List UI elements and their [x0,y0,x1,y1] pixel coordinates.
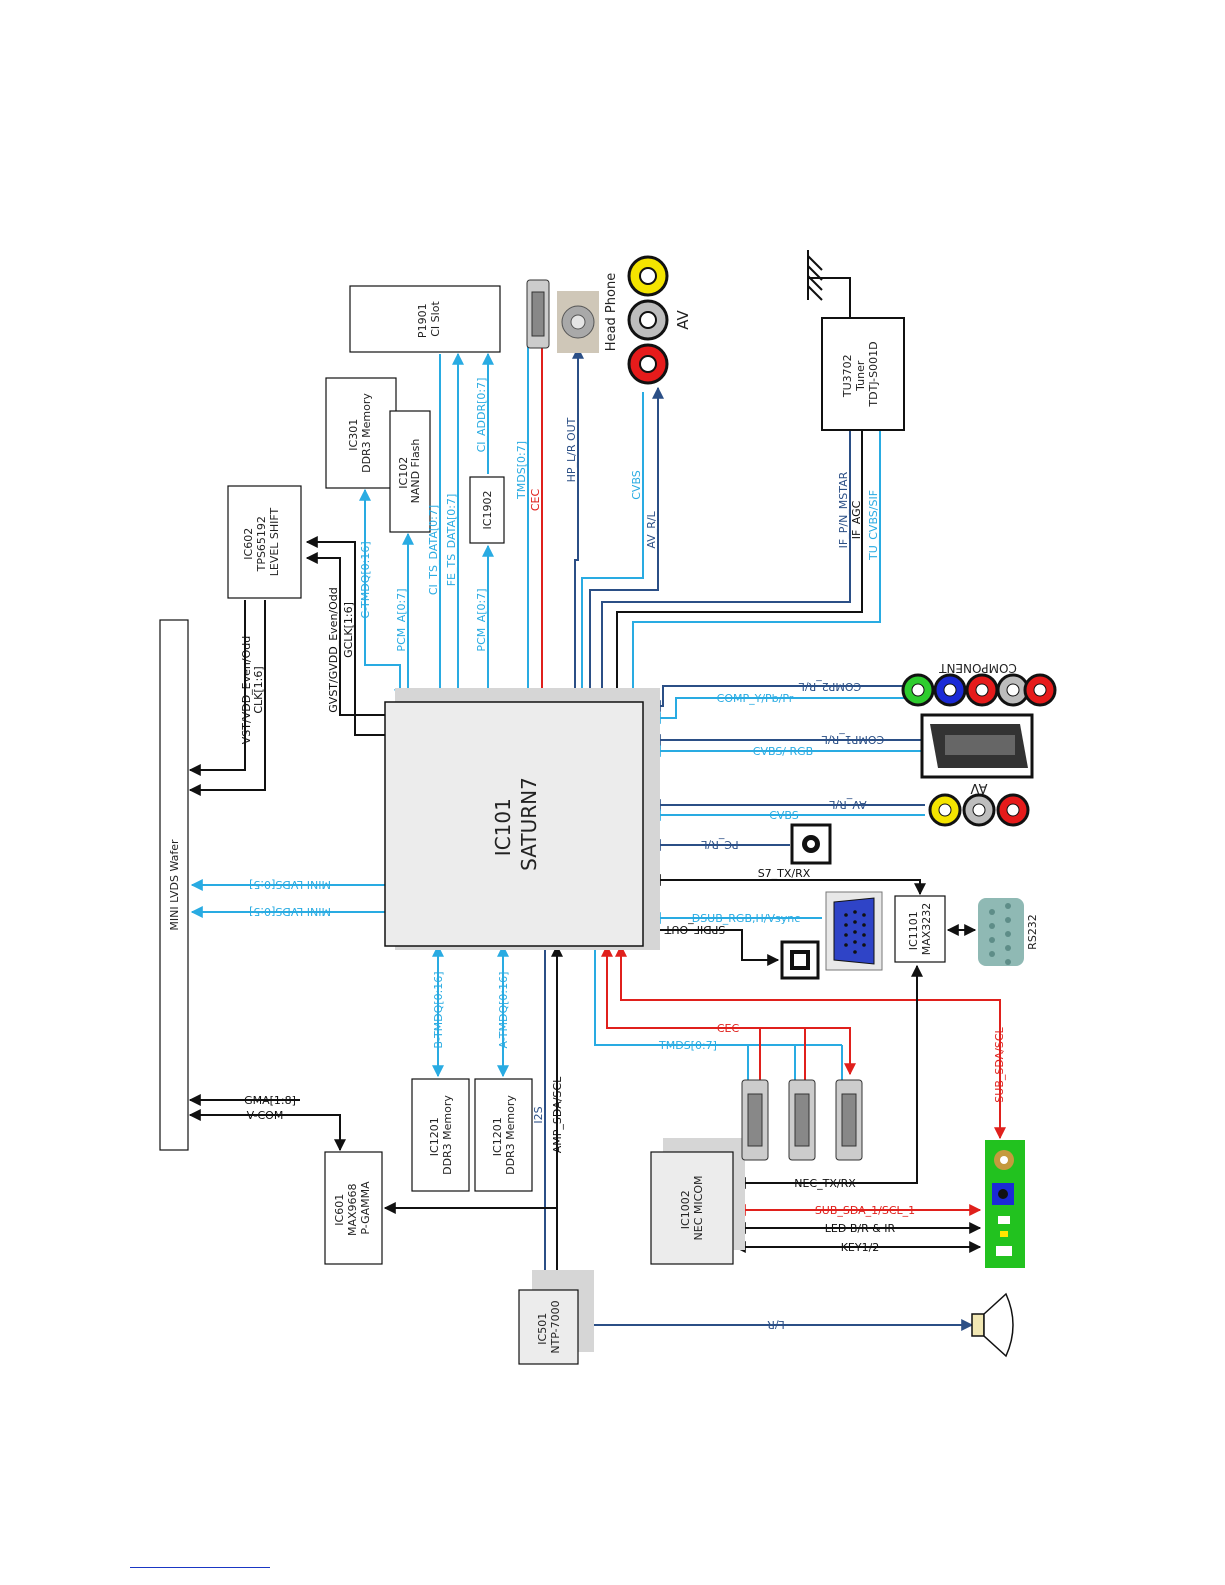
sig-b-tmdq: B-TMDQ[0:16] [432,971,445,1048]
footnote-rule [130,1567,270,1568]
sig-clk16: CLK[1:6] [252,666,265,713]
sig-lr: L/R [767,1318,785,1331]
sig-gvst: GVST/GVDD_Even/Odd [327,587,340,712]
ic101-name: IC101 [491,798,515,856]
scart-port-icon [920,713,1034,779]
sig-led: LED B/R & IR [825,1222,896,1235]
sig-tmds-bot: TMDS[0:7] [658,1039,717,1052]
component-jacks [901,673,1057,707]
sig-nec-tx: NEC_TX/RX [794,1177,856,1190]
svg-text:TU3702 Tuner TDTJ-: TU3702 Tuner TDTJ-S001D [841,341,880,407]
headphone-jack-icon [557,291,599,353]
sig-a-tmdq: A-TMDQ[0:16] [497,972,510,1049]
sig-sub-sda: SUB_SDA/SCL [993,1026,1006,1102]
sig-key: KEY1/2 [841,1241,880,1254]
sig-dsub: DSUB_RGB,H/Vsync [692,912,801,925]
sig-hp-out: HP_L/R OUT [565,417,578,482]
sig-comp-y: COMP_Y/Pb/Pr [717,692,794,705]
sig-if-pn: IF_P/N_MSTAR [837,471,850,548]
pc-audio-jack-icon [790,823,832,865]
svg-text:IC102 NAND Flash: IC102 NAND Flash [397,439,422,504]
mini-lvds-label: MINI LVDS Wafer [168,839,181,931]
ic602-block [227,485,302,599]
vga-port-icon [825,891,883,971]
hdmi-port-icon [741,1079,863,1161]
sig-gma: GMA[1:8] [244,1094,296,1107]
sig-gclk: GCLK[1:6] [342,602,355,658]
sig-spdif: SPDIF_OUT [664,923,725,936]
sig-cvbs-top: CVBS [630,470,643,500]
sig-ci-addr: CI_ADDR[0:7] [475,378,488,453]
component-label: COMPONENT [938,661,1016,675]
svg-text:IC1101 MAX3232: IC1101 MAX3232 [907,903,933,956]
sig-vst: VST/VDD_Even/Odd [240,636,253,744]
sig-amp: AMP_SDA/SCL [551,1076,564,1153]
rs232-port-icon [978,898,1024,966]
ic1201-b-block [411,1078,470,1192]
ic501-block [518,1289,579,1365]
sig-tmds-top: TMDS[0:7] [515,441,528,500]
ic101-part: SATURN7 [517,777,541,871]
p1901-block [349,285,501,353]
sig-cec-bot: CEC [717,1022,740,1035]
svg-text:IC1902: IC1902 [481,491,494,530]
sig-cec-top: CEC [529,489,542,512]
rca-jack-icon [627,255,669,385]
sig-av-rl-top: AV_R/L [645,510,658,548]
sig-if-agc: IF_AGC [850,500,863,539]
antenna-icon [807,250,823,301]
svg-text:IC1002 NEC MICOM: IC1002 NEC MICOM [679,1176,705,1241]
svg-text:IC1201 DDR3 Memory: IC1201 DDR3 Memory [428,1095,454,1175]
svg-text:IC1201 DDR3 Memory: IC1201 DDR3 Memory [491,1095,517,1175]
svg-text:IC601 MAX9668 P-GA: IC601 MAX9668 P-GAMMA [333,1180,372,1236]
ic102-block [389,410,431,533]
sig-sub-sda1: SUB_SDA_1/SCL_1 [815,1204,915,1217]
led-board-icon [985,1140,1025,1268]
side-av-jacks [928,793,1030,827]
ic301-block [325,377,397,489]
sig-cvbs-side: CVBS [769,809,799,822]
optical-port-icon [780,940,820,980]
sig-pc-rl: PC_R/L [700,838,738,851]
svg-text:IC501 NTP-7000: IC501 NTP-7000 [536,1300,562,1353]
svg-text:IC101 SATURN7: IC101 SATURN7 [491,777,541,871]
mini-lvds-wafer [159,619,189,1151]
sig-vcom: V-COM [247,1109,284,1122]
sig-i2s: I2S [532,1106,545,1123]
sig-c-tmdq: C-TMDQ[0:16] [359,541,372,618]
ic1902-block [469,476,505,544]
ic101-block [384,701,644,947]
ic1002-block [650,1151,734,1265]
av-top-label: AV [674,309,692,329]
ic1201-a-block [474,1078,533,1192]
headphone-label: Head Phone [604,273,619,351]
sig-cvbs-rgb: CVBS/ RGB [753,745,813,758]
svg-text:IC602 TPS65192 LEV: IC602 TPS65192 LEVEL SHIFT [242,507,281,576]
ic601-block [324,1151,383,1265]
speaker-icon [971,1292,1014,1358]
svg-text:IC301 DDR3 Memory: IC301 DDR3 Memory [347,393,373,473]
sig-comp1: COMP1_R/L [821,733,884,746]
svg-text:P1901 CI Slot: P1901 CI Slot [416,300,442,338]
ic1101-block [894,895,946,963]
rs232-label: RS232 [1026,914,1039,950]
sig-ci-ts: CI_TS_DATA[0:7] [427,505,440,595]
sig-comp2: COMP2_R/L [798,680,861,693]
sig-av-rl: AV_R/L [828,798,866,811]
sig-pcm-a: PCM_A[0:7] [475,588,488,651]
tu3702-block [821,317,905,431]
hdmi-port-icon [526,279,550,349]
sig-fe-ts: FE_TS_DATA[0:7] [445,494,458,587]
av-side-label: AV [970,780,987,795]
sig-lvds1: MINI LVDS[0:5] [249,878,331,891]
sig-tu-cvbs: TU_CVBS/SIF [867,490,880,561]
sig-s7: S7_TX/RX [758,867,811,880]
sig-pcm-a-top: PCM_A[0:7] [395,588,408,651]
sig-lvds2: MINI LVDS[0:5] [249,905,331,918]
